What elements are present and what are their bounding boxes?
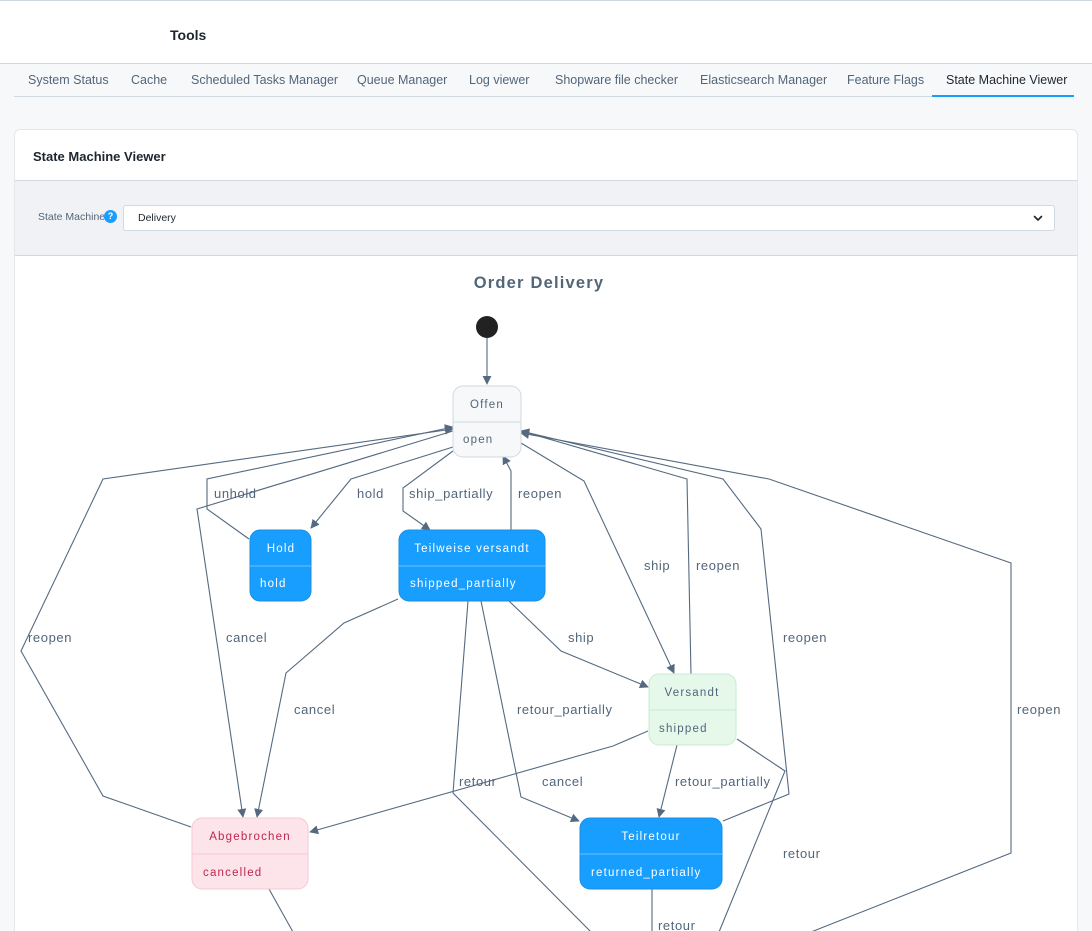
edge-cancelled-down <box>268 888 294 931</box>
state-shipped-name: Versandt <box>665 687 720 699</box>
edge-ship-partially <box>402 450 454 531</box>
active-tab-indicator <box>932 95 1074 97</box>
state-shipped-technical: shipped <box>659 723 708 735</box>
edge-reopen-far-right <box>520 430 1012 931</box>
label-cancel-mid: cancel <box>542 774 583 789</box>
state-diagram-svg: Order Delivery <box>20 274 1061 931</box>
edge-ship-from-open <box>520 442 675 674</box>
tab-feature-flags[interactable]: Feature Flags <box>847 73 925 87</box>
label-retour-bottom: retour <box>658 918 696 931</box>
edge-reopen-left <box>20 425 454 828</box>
edge-cancel-from-partial <box>254 598 399 818</box>
edge-hold <box>310 446 454 529</box>
state-returned-partially-name: Teilretour <box>621 831 680 843</box>
state-machine-select[interactable]: Delivery <box>123 205 1055 231</box>
label-reopen-from-partial: reopen <box>518 486 562 501</box>
initial-state-dot <box>476 316 498 338</box>
label-ship-partially: ship_partially <box>409 486 493 501</box>
edge-reopen-from-partial <box>502 455 512 531</box>
diagram-title: Order Delivery <box>474 274 605 292</box>
state-cancelled[interactable]: Abgebrochen cancelled <box>191 817 309 890</box>
label-cancel-from-partial: cancel <box>294 702 335 717</box>
card-title: State Machine Viewer <box>15 130 1077 181</box>
edge-retour-right <box>718 738 786 931</box>
state-cancelled-technical: cancelled <box>203 867 262 879</box>
edge-unhold <box>206 424 454 540</box>
state-shipped[interactable]: Versandt shipped <box>648 673 737 746</box>
tools-tab-bar: System Status Cache Scheduled Tasks Mana… <box>14 64 1074 97</box>
state-hold-technical: hold <box>260 578 287 590</box>
edge-retour-partially-from-shipped <box>656 744 678 818</box>
label-reopen-right: reopen <box>783 630 827 645</box>
edge-reopen-right <box>520 428 790 822</box>
help-icon[interactable]: ? <box>104 210 117 223</box>
chevron-down-icon <box>1033 215 1043 221</box>
label-reopen-left: reopen <box>28 630 72 645</box>
state-machine-label: State Machine <box>38 211 106 223</box>
edge-retour-partially-from-partial <box>480 600 580 823</box>
tab-scheduled-tasks-manager[interactable]: Scheduled Tasks Manager <box>191 73 339 87</box>
label-ship-from-open: ship <box>644 558 670 573</box>
tab-state-machine-viewer[interactable]: State Machine Viewer <box>946 73 1068 87</box>
tab-queue-manager[interactable]: Queue Manager <box>357 73 448 87</box>
state-open-name: Offen <box>470 399 504 411</box>
state-open[interactable]: Offen open <box>452 385 522 458</box>
edge-reopen-from-shipped <box>520 428 692 675</box>
tab-cache[interactable]: Cache <box>131 73 168 87</box>
state-hold-name: Hold <box>267 543 295 555</box>
state-machine-viewer-card: State Machine Viewer State Machine ? Del… <box>14 129 1078 931</box>
state-open-technical: open <box>463 434 493 446</box>
tab-system-status[interactable]: System Status <box>28 73 109 87</box>
state-returned-partially-technical: returned_partially <box>591 867 701 879</box>
label-retour-left: retour <box>459 774 497 789</box>
label-retour-partially-from-shipped: retour_partially <box>675 774 771 789</box>
page-title: Tools <box>170 27 207 43</box>
state-hold[interactable]: Hold hold <box>249 529 312 602</box>
edge-cancel-mid <box>309 730 649 835</box>
state-cancelled-name: Abgebrochen <box>209 831 291 843</box>
state-diagram: Order Delivery <box>15 256 1077 931</box>
label-unhold: unhold <box>214 486 257 501</box>
state-shipped-partially-technical: shipped_partially <box>410 578 517 590</box>
edge-ship-from-partial <box>508 600 649 689</box>
tab-elasticsearch-manager[interactable]: Elasticsearch Manager <box>700 73 828 87</box>
state-shipped-partially[interactable]: Teilweise versandt shipped_partially <box>398 529 546 602</box>
state-machine-toolbar: State Machine ? Delivery <box>15 181 1077 256</box>
state-machine-select-value: Delivery <box>138 212 176 224</box>
tab-log-viewer[interactable]: Log viewer <box>469 73 530 87</box>
edge-cancel-left <box>196 430 454 818</box>
state-returned-partially[interactable]: Teilretour returned_partially <box>579 817 723 890</box>
label-ship-from-partial: ship <box>568 630 594 645</box>
label-retour-right: retour <box>783 846 821 861</box>
label-hold: hold <box>357 486 384 501</box>
label-cancel-left: cancel <box>226 630 267 645</box>
tab-shopware-file-checker[interactable]: Shopware file checker <box>555 73 678 87</box>
label-reopen-from-shipped: reopen <box>696 558 740 573</box>
edge-retour-left <box>452 600 591 931</box>
label-retour-partially-from-partial: retour_partially <box>517 702 613 717</box>
top-bar: Tools <box>0 0 1092 64</box>
label-reopen-far-right: reopen <box>1017 702 1061 717</box>
state-shipped-partially-name: Teilweise versandt <box>414 543 530 555</box>
